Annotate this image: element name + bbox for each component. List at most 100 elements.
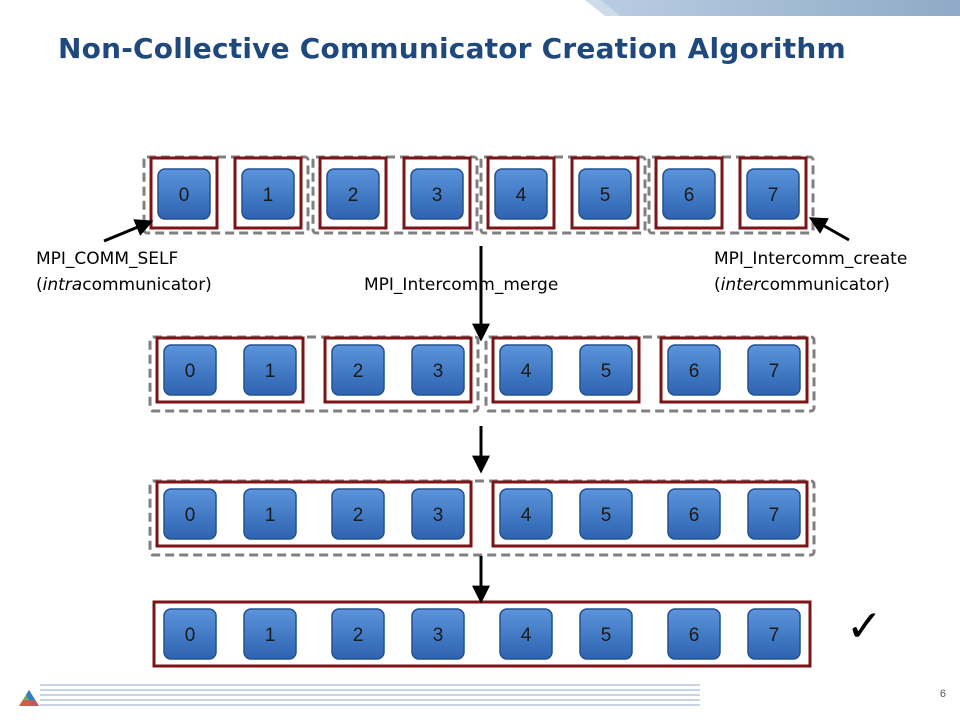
- process-node: 3: [411, 488, 465, 540]
- process-rank-label: 2: [353, 361, 364, 382]
- dashed-group-2-0: [148, 479, 816, 557]
- process-node: 3: [411, 344, 465, 396]
- intra-communicator-0-0: [149, 156, 219, 230]
- process-rank-label: 4: [521, 505, 532, 526]
- process-node: 4: [499, 488, 553, 540]
- process-rank-label: 6: [689, 505, 700, 526]
- logo-icon: [19, 690, 39, 706]
- process-node: 2: [326, 168, 380, 220]
- process-box: [243, 344, 297, 396]
- dashed-group-0-2: [479, 155, 647, 235]
- intra-communicator-0-2: [318, 156, 388, 230]
- process-node: 2: [331, 608, 385, 660]
- process-box: [163, 344, 217, 396]
- process-node: 5: [579, 344, 633, 396]
- bottom-stripes: [40, 684, 700, 706]
- intercomm-create-label: MPI_Intercomm_create (intercommunicator): [714, 246, 907, 298]
- slide-title: Non-Collective Communicator Creation Alg…: [58, 32, 846, 65]
- process-box: [411, 488, 465, 540]
- intra-communicator-2-1: [491, 480, 809, 548]
- process-node: 1: [243, 608, 297, 660]
- process-box: [243, 608, 297, 660]
- process-box: [747, 488, 801, 540]
- process-rank-label: 1: [265, 361, 276, 382]
- process-box: [579, 344, 633, 396]
- intra-communicator-0-4: [486, 156, 556, 230]
- process-box: [579, 488, 633, 540]
- process-node: 1: [243, 488, 297, 540]
- process-rank-label: 3: [433, 505, 444, 526]
- dashed-group-1-1: [484, 335, 816, 413]
- process-box: [579, 608, 633, 660]
- checkmark-icon: ✓: [846, 601, 883, 652]
- page-number: 6: [939, 688, 946, 700]
- process-box: [746, 168, 800, 220]
- process-box: [157, 168, 211, 220]
- process-node: 4: [499, 344, 553, 396]
- process-box: [667, 488, 721, 540]
- process-box: [494, 168, 548, 220]
- dashed-group-0-0: [142, 155, 310, 235]
- process-rank-label: 0: [185, 625, 196, 646]
- comm-self-label: MPI_COMM_SELF (intracommunicator): [36, 246, 212, 298]
- process-node: 0: [163, 608, 217, 660]
- process-node: 6: [667, 488, 721, 540]
- process-row-1: 0 1 2 3 4 5 6 7: [148, 335, 816, 413]
- process-node: 6: [667, 608, 721, 660]
- process-box: [331, 344, 385, 396]
- process-node: 7: [747, 344, 801, 396]
- process-rank-label: 1: [263, 185, 274, 206]
- intercomm-create-pointer-arrow: [808, 217, 850, 242]
- process-node: 4: [494, 168, 548, 220]
- intra-communicator-2-0: [155, 480, 473, 548]
- process-box: [499, 608, 553, 660]
- process-rank-label: 2: [353, 625, 364, 646]
- process-box: [499, 344, 553, 396]
- intra-communicator-0-6: [654, 156, 724, 230]
- process-node: 1: [243, 344, 297, 396]
- process-box: [163, 488, 217, 540]
- arrows: [103, 217, 850, 604]
- intra-communicator-0-3: [402, 156, 472, 230]
- process-node: 2: [331, 344, 385, 396]
- process-box: [667, 344, 721, 396]
- process-rank-label: 6: [689, 361, 700, 382]
- process-rank-label: 1: [265, 625, 276, 646]
- dashed-group-1-0: [148, 335, 480, 413]
- process-rank-label: 4: [521, 625, 532, 646]
- process-box: [410, 168, 464, 220]
- intra-communicator-0-5: [570, 156, 640, 230]
- process-box: [331, 608, 385, 660]
- process-rank-label: 5: [601, 505, 612, 526]
- intra-communicator-1-2: [491, 336, 641, 404]
- intra-communicator-1-3: [659, 336, 809, 404]
- process-rank-label: 4: [521, 361, 532, 382]
- process-node: 7: [746, 168, 800, 220]
- process-node: 6: [667, 344, 721, 396]
- process-rank-label: 5: [601, 361, 612, 382]
- process-node: 0: [163, 488, 217, 540]
- process-node: 6: [662, 168, 716, 220]
- intercomm-create-label-line2: (intercommunicator): [714, 275, 890, 295]
- process-box: [326, 168, 380, 220]
- process-rank-label: 3: [432, 185, 443, 206]
- dashed-group-0-3: [647, 155, 815, 235]
- process-rank-label: 3: [433, 361, 444, 382]
- comm-self-label-line1: MPI_COMM_SELF: [36, 249, 179, 269]
- process-node: 7: [747, 608, 801, 660]
- process-rank-label: 7: [769, 625, 780, 646]
- process-rank-label: 2: [348, 185, 359, 206]
- process-box: [667, 608, 721, 660]
- process-box: [411, 344, 465, 396]
- process-node: 0: [157, 168, 211, 220]
- process-node: 5: [579, 488, 633, 540]
- comm-self-pointer-arrow: [103, 219, 154, 243]
- process-rank-label: 5: [600, 185, 611, 206]
- process-rank-label: 0: [185, 361, 196, 382]
- process-rank-label: 3: [433, 625, 444, 646]
- process-node: 2: [331, 488, 385, 540]
